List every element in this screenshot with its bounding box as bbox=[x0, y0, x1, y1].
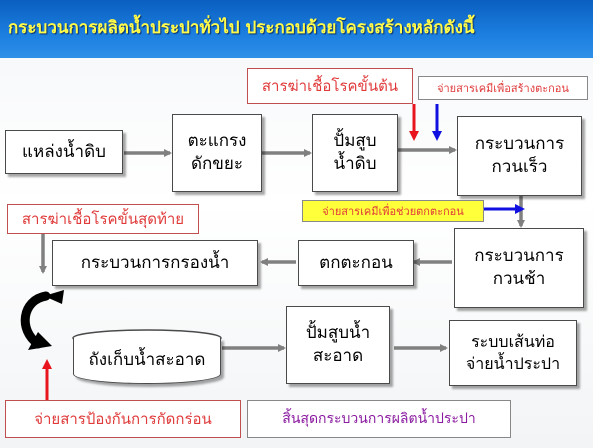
node-filtration-label: กระบวนการกรองน้ำ bbox=[80, 252, 230, 273]
node-rapid-mix-label-2: กวนเร็ว bbox=[491, 157, 548, 177]
node-slow-mix: กระบวนการ กวนช้า bbox=[454, 228, 584, 308]
node-raw-pump: ปั้มสูบ น้ำดิบ bbox=[312, 114, 398, 192]
note-coagulant: จ่ายสารเคมีเพื่อสร้างตะกอน bbox=[418, 76, 588, 100]
note-pre-disinfect-label: สารฆ่าเชื้อโรคขั้นต้น bbox=[261, 77, 399, 95]
note-final-disinfect: สารฆ่าเชื้อโรคขั้นสุดท้าย bbox=[7, 204, 199, 234]
node-distribution-label-1: ระบบเส้นท่อ bbox=[471, 332, 555, 352]
node-distribution-label-2: จ่ายน้ำประปา bbox=[465, 354, 561, 373]
node-screen: ตะแกรง ดักขยะ bbox=[172, 114, 262, 192]
arrow-filter-to-tank-tail bbox=[44, 290, 64, 304]
node-raw-pump-label-1: ปั้มสูบ bbox=[333, 131, 377, 152]
node-sedimentation-label: ตกตะกอน bbox=[319, 252, 393, 273]
node-clean-pump-label-2: สะอาด bbox=[312, 346, 364, 366]
note-flocculant-label: จ่ายสารเคมีเพื่อช่วยตกตะกอน bbox=[322, 205, 464, 218]
note-final-disinfect-label: สารฆ่าเชื้อโรคขั้นสุดท้าย bbox=[21, 210, 185, 228]
note-flocculant: จ่ายสารเคมีเพื่อช่วยตกตะกอน bbox=[302, 200, 484, 222]
note-anticorrosion: จ่ายสารป้องกันการกัดกร่อน bbox=[5, 400, 241, 438]
node-raw-water: แหล่งน้ำดิบ bbox=[5, 130, 123, 174]
node-clear-tank-label: ถังเก็บน้ำสะอาด bbox=[88, 350, 206, 371]
note-pre-disinfect: สารฆ่าเชื้อโรคขั้นต้น bbox=[247, 68, 413, 104]
page-title: กระบวนการผลิตน้ำประปาทั่วไป ประกอบด้วยโค… bbox=[8, 18, 475, 38]
node-screen-label-2: ดักขยะ bbox=[190, 154, 244, 174]
arrow-filter-to-tank bbox=[20, 291, 51, 349]
node-slow-mix-label-1: กระบวนการ bbox=[474, 246, 564, 267]
node-screen-label-1: ตะแกรง bbox=[187, 131, 247, 152]
note-end-label: สิ้นสุดกระบวนการผลิตน้ำประปา bbox=[282, 411, 476, 427]
note-coagulant-label: จ่ายสารเคมีเพื่อสร้างตะกอน bbox=[437, 82, 569, 95]
node-sedimentation: ตกตะกอน bbox=[298, 240, 414, 286]
node-raw-pump-label-2: น้ำดิบ bbox=[333, 154, 377, 174]
node-clean-pump: ปั้มสูบน้ำ สะอาด bbox=[286, 306, 390, 384]
node-raw-water-label: แหล่งน้ำดิบ bbox=[22, 141, 106, 162]
node-distribution: ระบบเส้นท่อ จ่ายน้ำประปา bbox=[449, 320, 577, 386]
arrow-filter-to-tank-head bbox=[28, 332, 52, 350]
node-filtration: กระบวนการกรองน้ำ bbox=[52, 240, 258, 286]
node-rapid-mix-label-1: กระบวนการ bbox=[474, 134, 565, 155]
note-end: สิ้นสุดกระบวนการผลิตน้ำประปา bbox=[247, 400, 511, 438]
node-clear-tank: ถังเก็บน้ำสะอาด bbox=[73, 338, 221, 384]
note-anticorrosion-label: จ่ายสารป้องกันการกัดกร่อน bbox=[34, 410, 212, 428]
title-bar: กระบวนการผลิตน้ำประปาทั่วไป ประกอบด้วยโค… bbox=[0, 0, 593, 58]
node-clean-pump-label-1: ปั้มสูบน้ำ bbox=[305, 323, 371, 344]
node-rapid-mix: กระบวนการ กวนเร็ว bbox=[457, 116, 582, 196]
node-slow-mix-label-2: กวนช้า bbox=[492, 269, 546, 289]
